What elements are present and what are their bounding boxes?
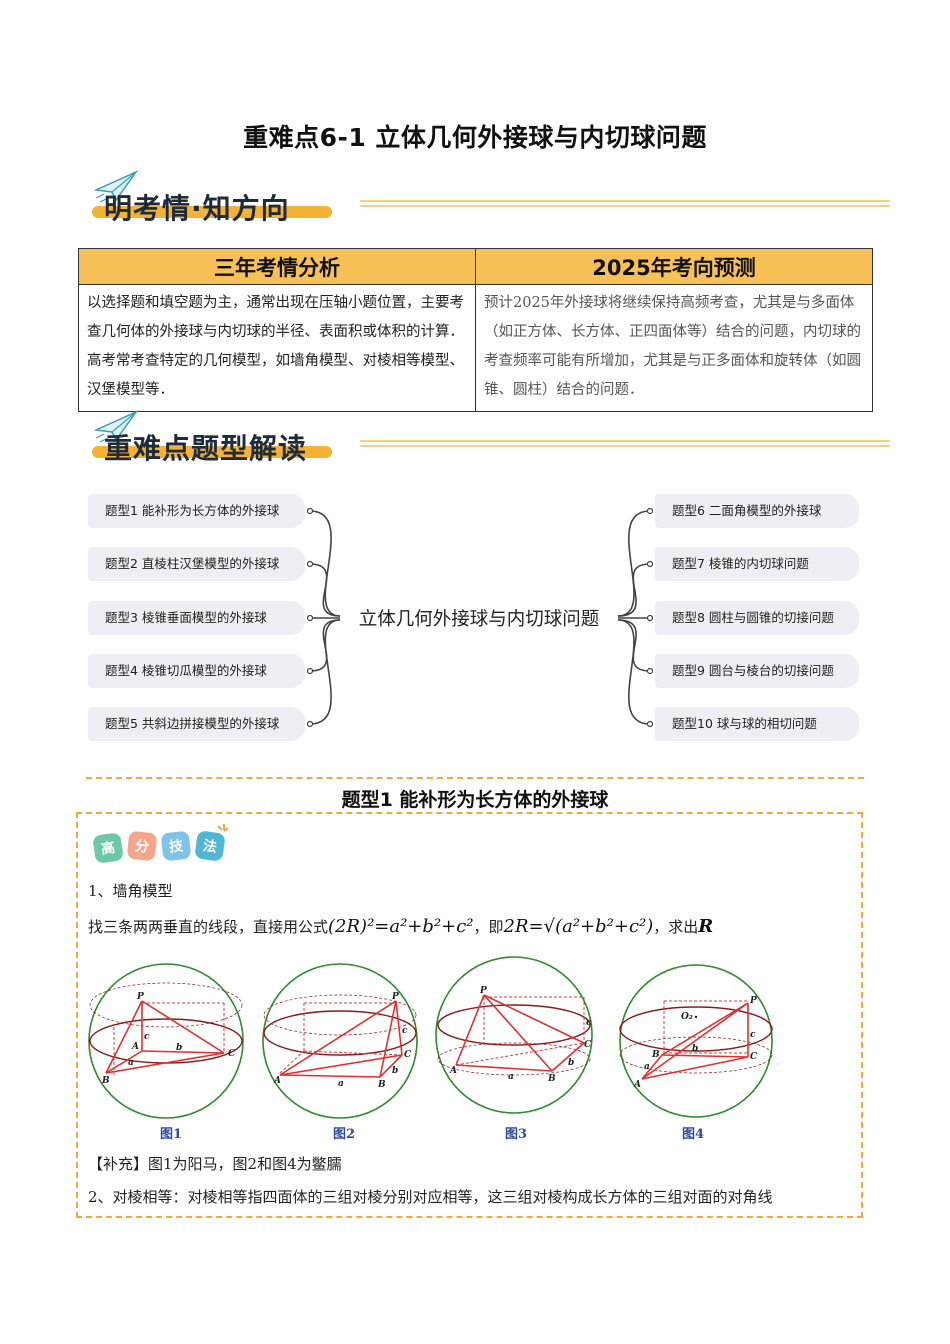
mindmap-node-type2[interactable]: 题型2 直棱柱汉堡模型的外接球 (88, 547, 305, 581)
formula-line-mid: ，即 (473, 918, 504, 936)
type1-title: 题型1 能补形为长方体的外接球 (341, 789, 609, 811)
svg-text:C: C (584, 1040, 592, 1050)
svg-text:c: c (402, 1026, 408, 1036)
mindmap-node-type9[interactable]: 题型9 圆台与棱台的切接问题 (655, 654, 859, 688)
mindmap: 立体几何外接球与内切球问题 题型1 能补形为长方体的外接球 题型2 直棱柱汉堡模… (0, 488, 950, 750)
paper-plane-icon (94, 170, 138, 203)
table-header-analysis: 三年考情分析 (78, 248, 476, 285)
supplement-note: 【补充】图1为阳马，图2和图4为鳖臑 (88, 1155, 342, 1173)
mindmap-node-type3[interactable]: 题型3 棱锥垂面模型的外接球 (88, 601, 305, 635)
section-header-types: 重难点题型解读 (88, 410, 898, 470)
formula-sum-squares: (2R)²=a²+b²+c² (328, 916, 474, 937)
mindmap-node-type4[interactable]: 题型4 棱锥切瓜模型的外接球 (88, 654, 305, 688)
svg-text:P: P (391, 992, 399, 1002)
badge-char-2: 分 (134, 838, 150, 855)
svg-text:A: A (131, 1042, 139, 1052)
svg-text:a: a (128, 1058, 134, 1068)
formula-radius: 2R=√(a²+b²+c²) (503, 916, 654, 937)
figure-4-label: 图4 (682, 1127, 705, 1142)
model-heading-wall-corner: 1、墙角模型 (88, 882, 173, 900)
figure-1: P A C Bc b a (88, 963, 244, 1119)
table-cell-forecast: 预计2025年外接球将继续保持高频考查，尤其是与多面体（如正方体、长方体、正四面… (475, 284, 873, 412)
sphere-figures: P A C Bc b a P C B Ac b a (88, 956, 773, 1119)
badge-char-3: 技 (168, 837, 185, 855)
section-underline (92, 446, 332, 458)
figure-4: P O₂ C B Ac a b (619, 964, 773, 1118)
badge-char-1: 高 (100, 839, 116, 858)
sparkle-icon (217, 824, 229, 832)
svg-text:B: B (651, 1050, 660, 1060)
figure-1-label: 图1 (160, 1127, 183, 1142)
mindmap-node-type1[interactable]: 题型1 能补形为长方体的外接球 (88, 494, 305, 528)
formula-R: R (698, 916, 714, 937)
svg-text:B: B (377, 1080, 386, 1090)
svg-text:O₂: O₂ (681, 1012, 693, 1022)
svg-text:P: P (479, 986, 487, 996)
formula-line: 找三条两两垂直的线段，直接用公式 (2R)²=a²+b²+c² ，即 2R=√(… (88, 916, 713, 937)
figure-2: P C B Ac b a (262, 963, 418, 1119)
formula-line-suffix: ，求出 (653, 918, 699, 936)
svg-text:C: C (228, 1049, 236, 1059)
decorative-lines (360, 440, 890, 448)
figure-3-label: 图3 (505, 1127, 528, 1142)
model-heading-opposite-edges: 2、对棱相等：对棱相等指四面体的三组对棱分别对应相等，这三组对棱构成长方体的三组… (88, 1188, 773, 1206)
svg-text:C: C (404, 1050, 412, 1060)
mindmap-node-type5[interactable]: 题型5 共斜边拼接模型的外接球 (88, 707, 305, 741)
trend-table: 三年考情分析 2025年考向预测 以选择题和填空题为主，通常出现在压轴小题位置，… (78, 248, 873, 412)
figure-2-label: 图2 (333, 1127, 356, 1142)
svg-text:A: A (449, 1066, 457, 1076)
formula-line-prefix: 找三条两两垂直的线段，直接用公式 (88, 918, 329, 936)
svg-text:c: c (750, 1030, 756, 1040)
svg-text:a: a (644, 1062, 650, 1072)
svg-text:b: b (392, 1066, 398, 1076)
high-score-technique-badge: 高 分 技 法 (93, 824, 229, 863)
svg-text:c: c (586, 1018, 592, 1028)
svg-text:P: P (749, 996, 757, 1006)
section-title: 明考情·知方向 (104, 192, 290, 225)
svg-text:C: C (750, 1052, 758, 1062)
section-title: 重难点题型解读 (104, 432, 308, 465)
svg-text:A: A (273, 1076, 281, 1086)
svg-text:c: c (144, 1032, 150, 1042)
mindmap-node-type6[interactable]: 题型6 二面角模型的外接球 (655, 494, 859, 528)
svg-text:B: B (547, 1074, 556, 1084)
svg-text:b: b (692, 1044, 698, 1054)
svg-text:a: a (338, 1079, 344, 1089)
mindmap-node-type7[interactable]: 题型7 棱锥的内切球问题 (655, 547, 859, 581)
section-divider (86, 777, 864, 779)
table-header-forecast: 2025年考向预测 (475, 248, 873, 285)
svg-text:a: a (508, 1072, 514, 1082)
section-underline (92, 206, 332, 218)
section-header-trend: 明考情·知方向 (88, 170, 898, 230)
mindmap-center: 立体几何外接球与内切球问题 (358, 609, 600, 630)
page-title: 重难点6-1 立体几何外接球与内切球问题 (243, 123, 707, 152)
type1-content-box (76, 812, 863, 1218)
paper-plane-icon (94, 410, 138, 443)
mindmap-node-type10[interactable]: 题型10 球与球的相切问题 (655, 707, 859, 741)
badge-char-4: 法 (202, 837, 218, 856)
svg-text:A: A (633, 1080, 641, 1090)
decorative-lines (360, 200, 890, 208)
mindmap-node-type8[interactable]: 题型8 圆柱与圆锥的切接问题 (655, 601, 859, 635)
figure-3: P C B Aa b c (435, 956, 593, 1114)
svg-text:B: B (101, 1076, 110, 1086)
svg-text:b: b (176, 1043, 182, 1053)
table-cell-analysis: 以选择题和填空题为主，通常出现在压轴小题位置，主要考查几何体的外接球与内切球的半… (78, 284, 476, 412)
svg-text:b: b (568, 1058, 574, 1068)
mindmap-connectors (306, 507, 654, 728)
svg-text:P: P (136, 992, 144, 1002)
